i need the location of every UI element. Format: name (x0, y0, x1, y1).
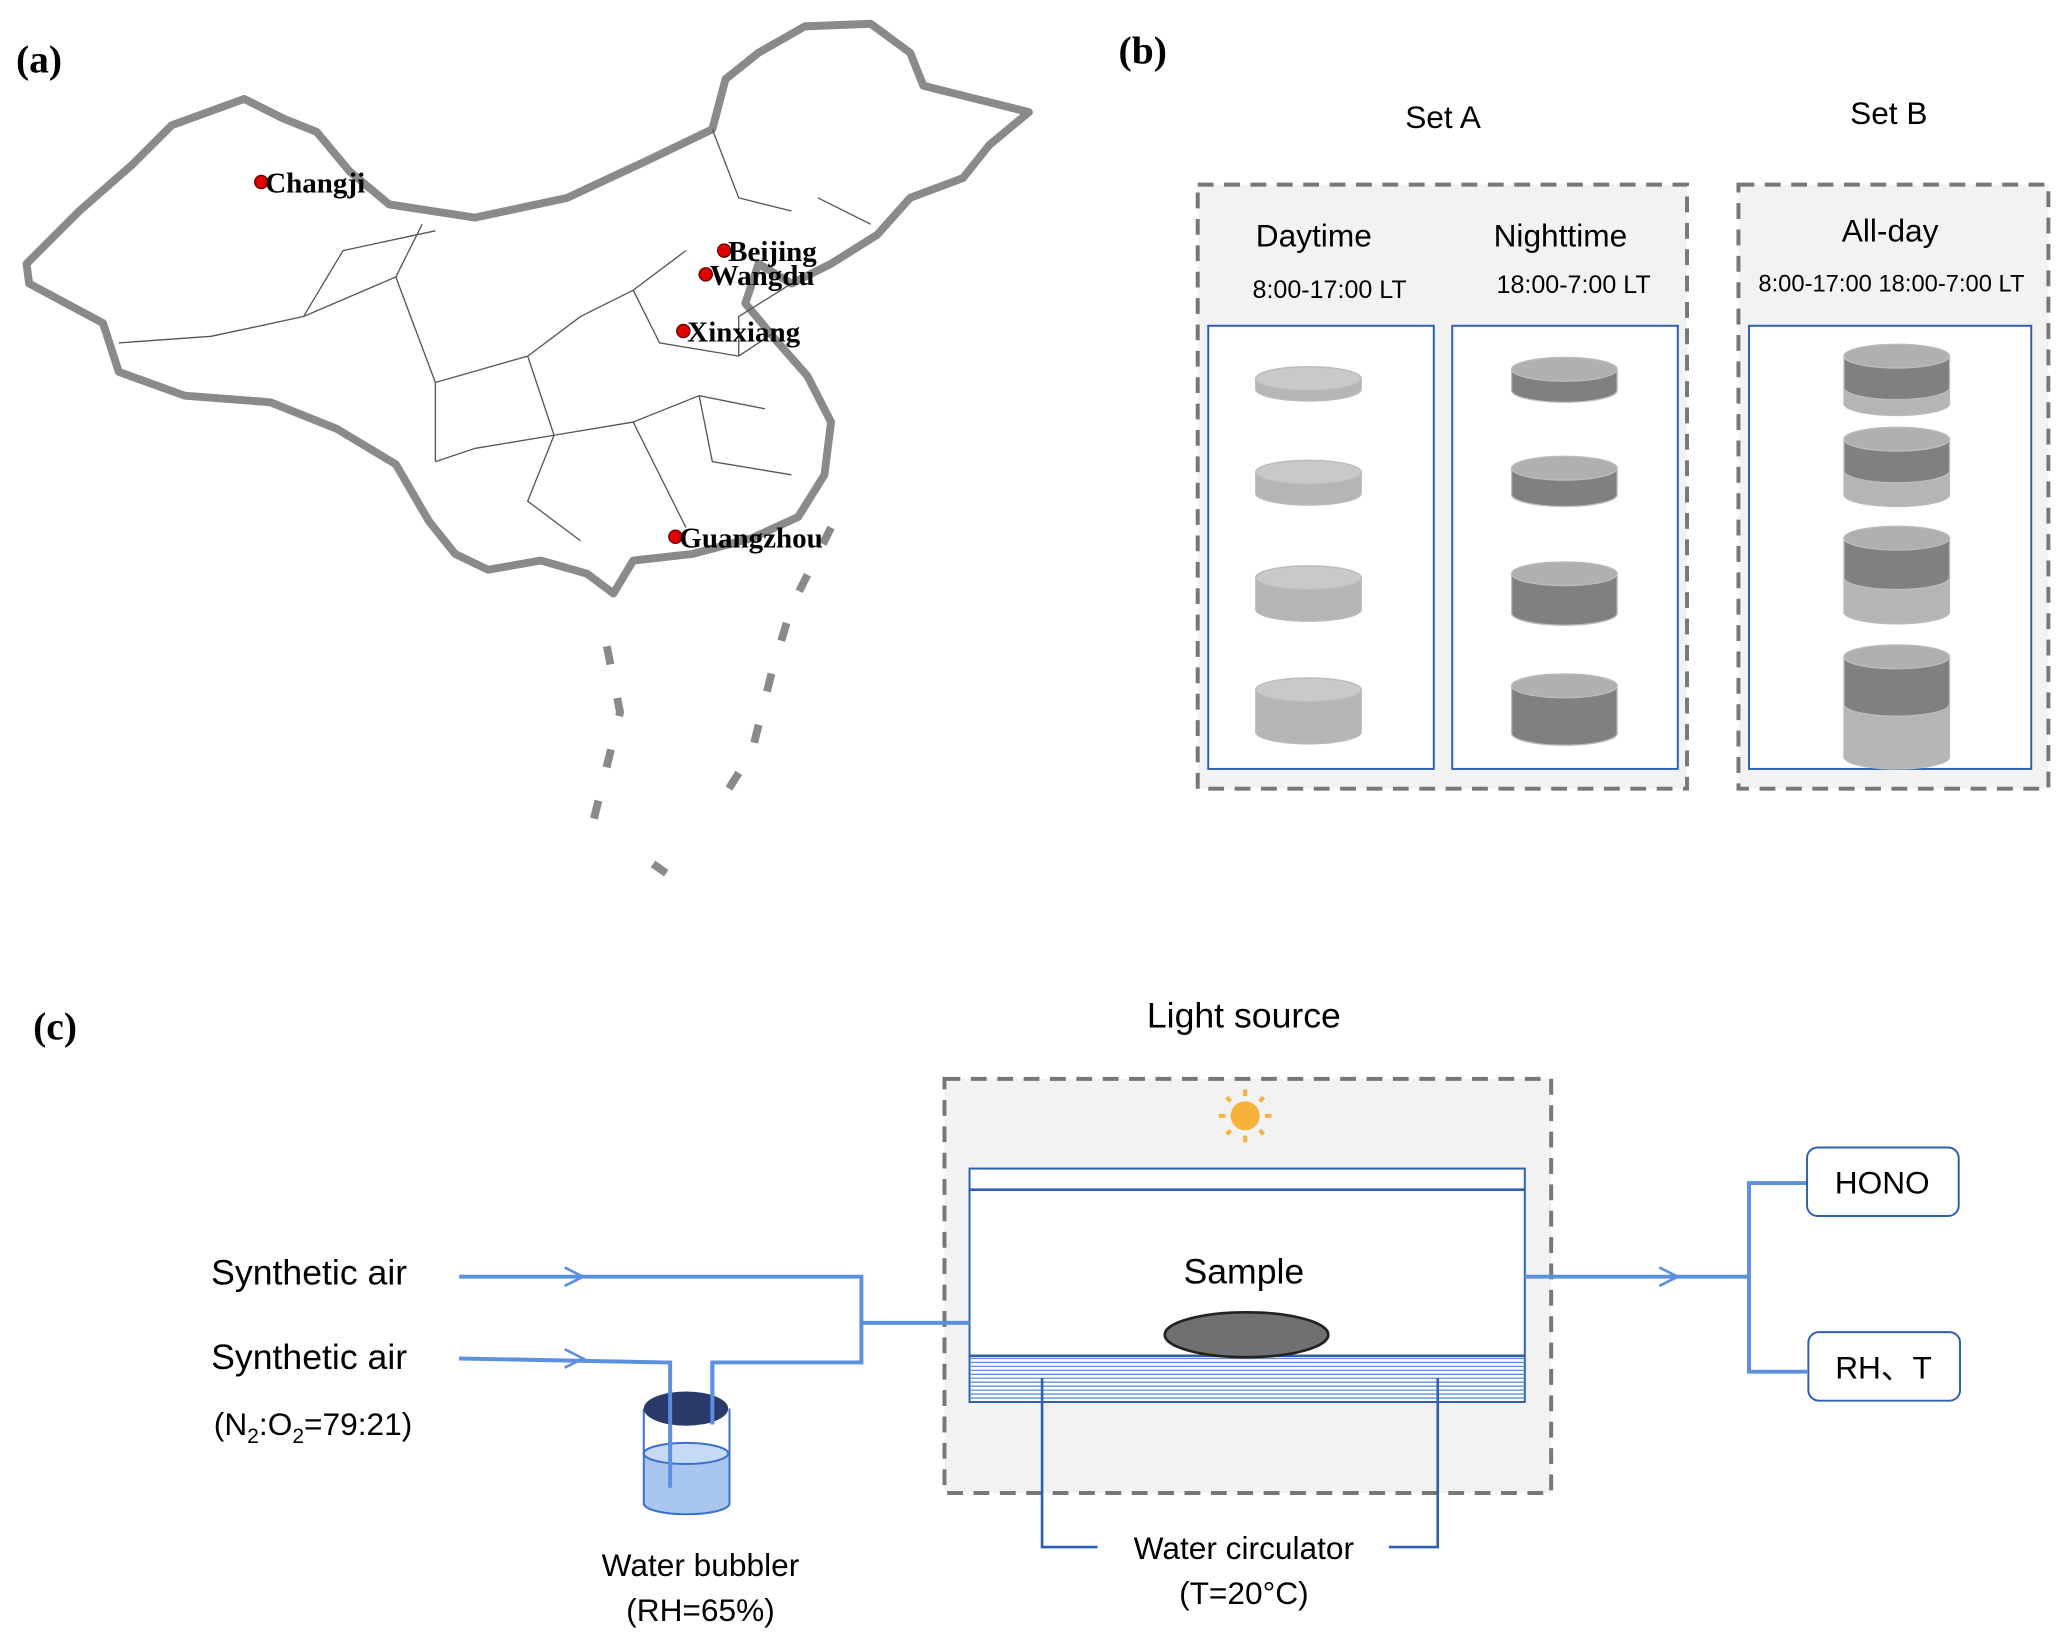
allday-time: 8:00-17:00 18:00-7:00 LT (1758, 271, 2024, 297)
light-source-label: Light source (1147, 995, 1341, 1035)
set-a-title: Set A (1405, 99, 1482, 135)
allday-sample (1843, 343, 1951, 417)
city-marker (716, 243, 732, 258)
set-b-title: Set B (1850, 95, 1927, 131)
city-marker (254, 174, 269, 190)
city-marker (698, 267, 714, 282)
panel-a-label: (a) (16, 38, 62, 82)
province-borders (118, 129, 871, 542)
city-marker (676, 323, 691, 339)
nighttime-sample (1510, 455, 1618, 508)
rh-t-sensor (1807, 1331, 1962, 1402)
circulator-temp-label: (T=20°C) (1179, 1575, 1309, 1611)
synthetic-air-label-1: Synthetic air (211, 1253, 407, 1293)
china-map (22, 19, 1033, 877)
bubbler-rh-label: (RH=65%) (626, 1592, 775, 1628)
city-marker (668, 529, 683, 545)
allday-sample (1843, 525, 1951, 625)
city-label: Changji (265, 168, 365, 200)
gas-ratio: (N2:O2=79:21) (214, 1406, 412, 1448)
nighttime-sample (1510, 561, 1618, 626)
daytime-sample (1255, 677, 1362, 745)
sample-label: Sample (1183, 1251, 1304, 1291)
allday-sample (1843, 644, 1951, 770)
hono-analyzer (1806, 1146, 1960, 1218)
sample-disk (1163, 1310, 1330, 1359)
water-bubbler-label: Water bubbler (602, 1547, 800, 1583)
daytime-title: Daytime (1256, 218, 1372, 254)
water-circulator-label: Water circulator (1134, 1530, 1355, 1566)
daytime-sample (1255, 365, 1362, 402)
hono-label: HONO (1835, 1165, 1930, 1201)
city-label: Wangdu (710, 260, 815, 292)
sun-icon (1218, 1089, 1272, 1143)
synthetic-air-label-2: Synthetic air (211, 1337, 407, 1377)
panel-b-label: (b) (1119, 28, 1167, 72)
city-label: Beijing (728, 236, 817, 268)
daytime-time: 8:00-17:00 LT (1253, 276, 1407, 304)
allday-title: All-day (1842, 212, 1939, 248)
allday-sample (1843, 426, 1951, 508)
nighttime-time: 18:00-7:00 LT (1497, 271, 1651, 299)
rh-t-label: RH、T (1835, 1349, 1932, 1385)
city-label: Xinxiang (687, 317, 800, 349)
circulator-lines (1040, 1378, 1440, 1549)
flow-arrows (564, 1266, 1681, 1369)
water-bubbler (642, 1362, 731, 1516)
nighttime-title: Nighttime (1494, 218, 1628, 254)
nighttime-sample (1510, 356, 1618, 403)
daytime-sample (1255, 459, 1362, 506)
china-outline (22, 19, 1033, 598)
nine-dash-line (587, 525, 835, 877)
city-label: Guangzhou (679, 522, 822, 554)
nighttime-sample (1510, 673, 1618, 746)
panel-c-label: (c) (33, 1004, 77, 1048)
daytime-sample (1255, 565, 1362, 622)
